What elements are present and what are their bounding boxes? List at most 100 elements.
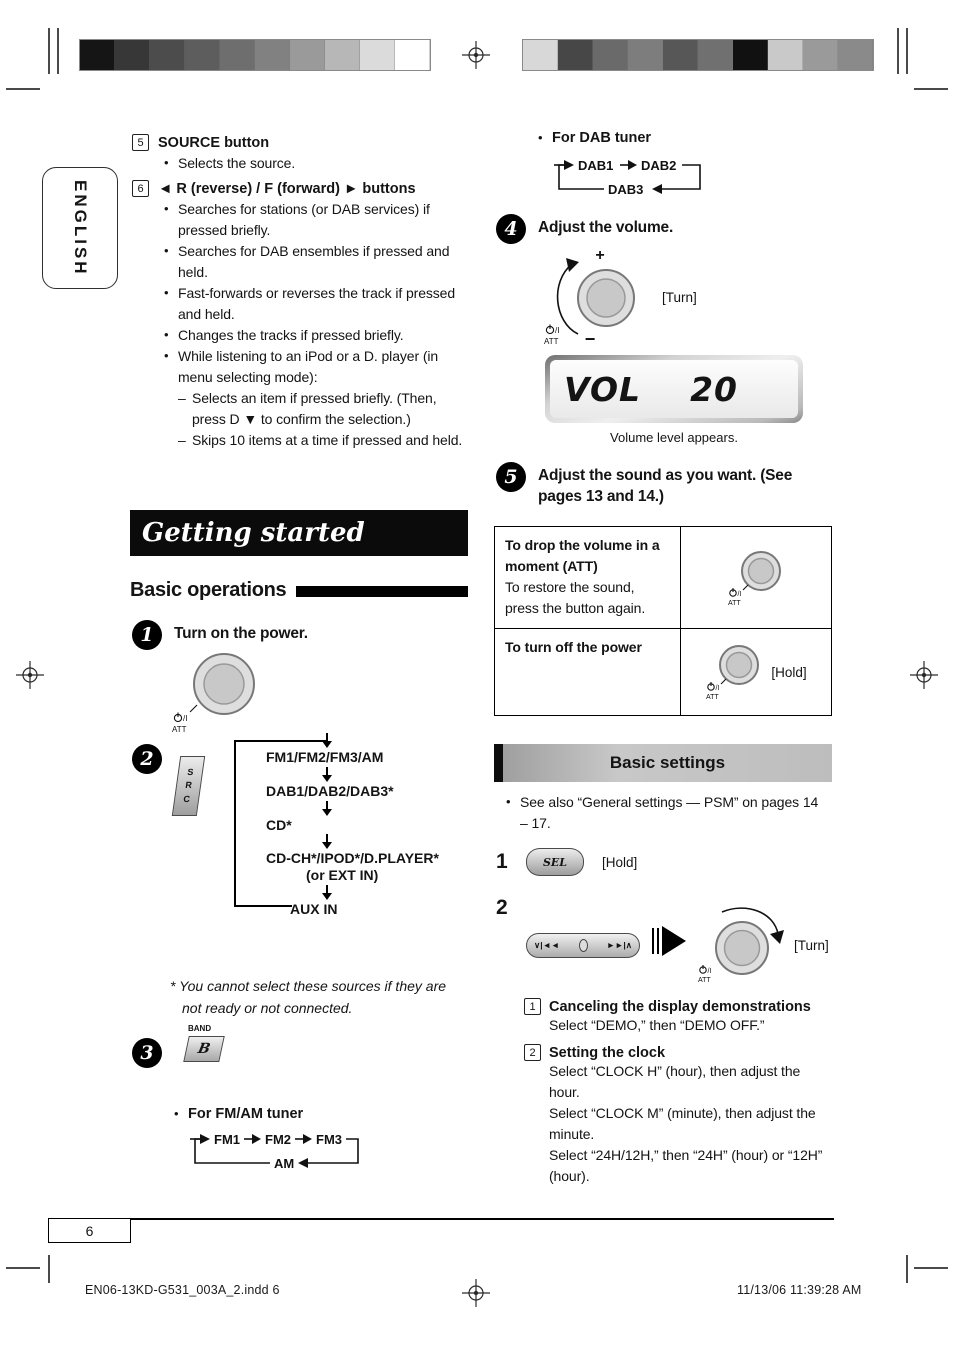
down-arrow-icon [322,766,332,782]
calibration-square [838,40,873,70]
svg-text:ATT: ATT [698,977,711,984]
flow-loop-line [234,740,236,905]
settings-item-demo: 1 Canceling the display demonstrations S… [524,998,832,1036]
subsection-title: Basic operations [130,579,287,601]
settings-item-clock: 2 Setting the clock Select “CLOCK H” (ho… [524,1044,832,1187]
power-att-icon: /I ATT [706,678,727,701]
subsection-basic-operations: Basic operations [130,579,468,602]
calibration-square [663,40,698,70]
crop-mark [914,1267,948,1269]
bullet-item: Searches for stations (or DAB services) … [164,199,464,241]
calibration-square [360,40,395,70]
settings-step-1: 1 SEL [Hold] [496,848,637,876]
registration-mark-top [462,41,490,69]
bullet-item: Searches for DAB ensembles if pressed an… [164,241,464,283]
calibration-square [150,40,185,70]
left-column: 5 SOURCE button Selects the source. 6 ◄ … [130,130,468,1230]
calibration-square [395,40,430,70]
hold-label: [Hold] [771,664,807,680]
svg-text:DAB3: DAB3 [608,182,643,197]
flow-item: DAB1/DAB2/DAB3* [266,782,394,799]
hold-label: [Hold] [602,854,638,870]
display-vol-label: VOL [564,369,642,409]
calibration-square [115,40,150,70]
source-flowchart: FM1/FM2/FM3/AM DAB1/DAB2/DAB3* CD* CD-CH… [226,732,462,919]
svg-text:ATT: ATT [544,337,559,346]
step-number: 2 [496,896,508,919]
att-knob-icon: /I ATT [728,550,781,607]
bullet-item: While listening to an iPod or a D. playe… [164,346,464,388]
flow-item: CD-CH*/IPOD*/D.PLAYER* (or EXT IN) [266,850,439,884]
step-1: 1 Turn on the power. [132,620,308,650]
calibration-square [220,40,255,70]
calibration-square [803,40,838,70]
step-number-circle: 2 [132,744,162,774]
power-knob-icon: /I ATT [172,653,255,734]
seek-rocker-icon: ∨|◄◄ ►►|∧ [526,933,640,958]
rocker-pivot-icon [578,939,588,952]
crop-mark [57,28,59,74]
calibration-square [325,40,360,70]
flow-loop-line [234,904,292,907]
control-dial-icon: /I ATT [698,907,784,984]
crop-mark [48,1255,50,1283]
registration-mark-left [16,661,44,689]
crop-mark [906,28,908,74]
flow-item: CD* [266,816,292,833]
crop-mark [906,1255,908,1283]
svg-text:ATT: ATT [706,694,719,701]
power-att-icon: /I ATT [544,324,559,346]
flow-footnote: * You cannot select these sources if the… [170,978,447,1016]
footer-rule [48,1218,834,1220]
svg-text:AM: AM [274,1156,294,1171]
svg-text:DAB1: DAB1 [578,158,613,173]
crop-mark [914,88,948,90]
item-number-box: 1 [524,998,541,1015]
sel-key-icon: SEL [526,848,584,876]
power-att-icon: /I ATT [728,584,749,607]
dash-item: Skips 10 items at a time if pressed and … [178,430,464,451]
calibration-square [290,40,325,70]
turn-label: [Turn] [794,938,829,953]
flow-item: FM1/FM2/FM3/AM [266,749,384,765]
footer-timestamp: 11/13/06 11:39:28 AM [737,1283,862,1297]
svg-text:−: − [585,329,596,348]
calibration-square [80,40,115,70]
calibration-square [185,40,220,70]
calibration-strip-right [522,39,874,71]
crop-mark [48,28,50,74]
svg-text:FM2: FM2 [265,1132,291,1147]
dab-tuner-label: For DAB tuner [538,130,828,146]
item-number-box: 2 [524,1044,541,1061]
flow-item: AUX IN [290,900,338,917]
svg-text:ATT: ATT [172,725,187,734]
display-vol-level: 20 [690,369,738,409]
svg-text:/I: /I [738,591,742,598]
settings-step-2: 2 ∨|◄◄ ►►|∧ /I ATT [Tu [496,896,832,1006]
page-number: 6 [85,1222,94,1239]
table-cell: /I ATT [Hold] [681,629,831,715]
svg-text:+: + [595,247,604,264]
svg-text:ATT: ATT [728,600,741,607]
bullet-item: Fast-forwards or reverses the track if p… [164,283,464,325]
calibration-square [698,40,733,70]
callout-number-box: 6 [132,180,149,197]
flow-loop-line [234,740,328,742]
calibration-square [628,40,663,70]
calibration-strip-left [79,39,431,71]
att-table: To drop the volume in a moment (ATT) To … [494,526,832,716]
svg-text:/I: /I [708,968,712,975]
svg-text:FM1: FM1 [214,1132,240,1147]
language-tab-label: ENGLISH [71,179,90,277]
power-knob-icon: /I ATT [706,645,760,701]
settings-note: See also “General settings — PSM” on pag… [506,792,822,834]
down-arrow-icon [322,884,332,900]
down-arrow-icon [322,733,332,748]
down-arrow-icon [322,800,332,816]
fm-am-tuner-label: For FM/AM tuner [174,1106,464,1122]
band-key-icon: B [183,1036,225,1062]
table-row: To drop the volume in a moment (ATT) To … [495,527,831,629]
calibration-square [733,40,768,70]
step-number-circle: 4 [496,214,526,244]
